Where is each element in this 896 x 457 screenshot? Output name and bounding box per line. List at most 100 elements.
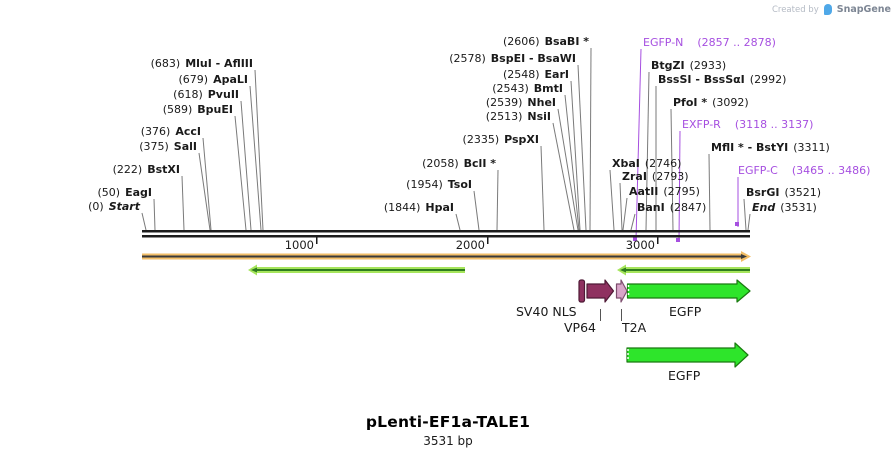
- orf-arrow-plus-strand-1-head-core: [741, 254, 747, 259]
- enzyme-position: (222): [112, 163, 143, 176]
- enzyme-label-apali[interactable]: (679) ApaLI: [178, 73, 248, 86]
- feature-t2a-3-label[interactable]: T2A: [622, 320, 647, 335]
- enzyme-position: (3311): [793, 141, 830, 154]
- enzyme-name: BstXI: [147, 163, 180, 176]
- feature-vp64-2-label[interactable]: VP64: [564, 320, 596, 335]
- enzyme-callout-line-nhei: [557, 108, 579, 231]
- enzyme-position: (2513): [485, 110, 523, 123]
- enzyme-position: (1954): [406, 178, 443, 191]
- enzyme-name: AccI: [175, 125, 201, 138]
- feature-sv40-nls-1-label[interactable]: SV40 NLS: [516, 304, 577, 319]
- primer-name: EGFP-N: [643, 36, 684, 49]
- enzyme-position: (2847): [669, 201, 707, 214]
- enzyme-label-bstxi[interactable]: (222) BstXI: [113, 163, 180, 176]
- enzyme-callout-line-aatii: [622, 197, 628, 231]
- enzyme-callout-line-btgzi: [645, 71, 650, 231]
- enzyme-label-bsabi[interactable]: (2606)BsaBI *: [503, 35, 589, 48]
- primer-label-egfp-c[interactable]: EGFP-C(3465 .. 3486): [738, 164, 870, 177]
- primer-mark-exfp-r[interactable]: [676, 238, 680, 242]
- ruler-tick-label-3000: 3000: [625, 238, 655, 252]
- enzyme-callout-line-end: [747, 213, 751, 231]
- enzyme-label-zrai[interactable]: ZraI(2793): [622, 170, 689, 183]
- primer-name: EGFP-C: [738, 164, 778, 177]
- enzyme-label-bspei-bsawi[interactable]: (2578)BspEI - BsaWI: [449, 52, 576, 65]
- primer-range: (2857 .. 2878): [697, 36, 776, 49]
- enzyme-label-bmti[interactable]: (2543)BmtI: [492, 82, 563, 95]
- watermark: Created by SnapGene: [772, 4, 891, 15]
- enzyme-position: (589): [162, 103, 193, 116]
- enzyme-position: (50): [97, 186, 121, 199]
- enzyme-callout-line-eari: [570, 80, 581, 231]
- feature-egfp-4[interactable]: [626, 279, 751, 303]
- enzyme-label-acci[interactable]: (376)AccI: [141, 125, 201, 138]
- enzyme-callout-line-bsrgi: [743, 198, 747, 231]
- enzyme-label-bcli[interactable]: (2058)BclI *: [422, 157, 496, 170]
- enzyme-label-pfoi[interactable]: PfoI *(3092): [673, 96, 749, 109]
- enzyme-label-btgzi[interactable]: BtgZI(2933): [651, 59, 726, 72]
- enzyme-position: (618): [173, 88, 203, 101]
- enzyme-callout-line-pvuii: [240, 100, 252, 231]
- enzyme-name: AatII: [629, 185, 659, 198]
- feature-egfp-5-label[interactable]: EGFP: [668, 368, 701, 383]
- enzyme-name: MflI * - BstYI: [711, 141, 789, 154]
- enzyme-name: End: [752, 201, 776, 214]
- enzyme-label-sali[interactable]: (375)SalI: [139, 140, 197, 153]
- enzyme-name: PspXI: [504, 133, 539, 146]
- enzyme-label-eari[interactable]: (2548)EarI: [503, 68, 569, 81]
- enzyme-callout-line-bspei-bsawi: [577, 64, 587, 231]
- enzyme-name: SalI: [173, 140, 197, 153]
- feature-sv40-nls-1[interactable]: [578, 279, 586, 303]
- enzyme-label-aatii[interactable]: AatII(2795): [629, 185, 700, 198]
- enzyme-name: ZraI: [622, 170, 647, 183]
- enzyme-callout-line-acci: [202, 137, 212, 231]
- primer-label-egfp-n[interactable]: EGFP-N (2857 .. 2878): [643, 36, 776, 49]
- enzyme-label-bsssi-bsss-i[interactable]: BssSI - BssSαI (2992): [658, 73, 786, 86]
- enzyme-name: NheI: [527, 96, 556, 109]
- enzyme-label-mfli-bstyi[interactable]: MflI * - BstYI (3311): [711, 141, 830, 154]
- primer-mark-egfp-n[interactable]: [633, 237, 637, 241]
- enzyme-position: (2058): [422, 157, 459, 170]
- enzyme-label-tsoi[interactable]: (1954)TsoI: [406, 178, 472, 191]
- enzyme-label-bpuei[interactable]: (589) BpuEI: [163, 103, 233, 116]
- orf-arrow-minus-strand-2-head-core: [251, 267, 257, 273]
- enzyme-name: ApaLI: [213, 73, 248, 86]
- enzyme-label-end[interactable]: End(3531): [752, 201, 817, 214]
- primer-range: (3118 .. 3137): [734, 118, 814, 131]
- enzyme-label-eagi[interactable]: (50)EagI: [98, 186, 153, 199]
- feature-t2a-3[interactable]: [615, 279, 628, 303]
- ruler-tick-label-1000: 1000: [284, 238, 314, 252]
- enzyme-position: (2933): [689, 59, 727, 72]
- primer-label-exfp-r[interactable]: EXFP-R (3118 .. 3137): [682, 118, 813, 131]
- enzyme-label-pvuii[interactable]: (618)PvuII: [173, 88, 239, 101]
- primer-mark-egfp-c[interactable]: [735, 222, 739, 226]
- enzyme-position: (0): [88, 200, 104, 213]
- enzyme-name: XbaI: [612, 157, 640, 170]
- enzyme-callout-line-bsabi: [589, 47, 592, 231]
- enzyme-position: (2992): [749, 73, 787, 86]
- enzyme-position: (683): [150, 57, 181, 70]
- enzyme-label-nhei[interactable]: (2539)NheI: [486, 96, 556, 109]
- enzyme-label-bsrgi[interactable]: BsrGI(3521): [746, 186, 821, 199]
- enzyme-callout-line-hpai: [455, 213, 461, 231]
- enzyme-name: BpuEI: [197, 103, 233, 116]
- enzyme-name: PfoI *: [673, 96, 708, 109]
- snapgene-logo-icon: [823, 4, 832, 15]
- enzyme-label-xbai[interactable]: XbaI(2746): [612, 157, 681, 170]
- enzyme-label-nsii[interactable]: (2513)NsiI: [486, 110, 551, 123]
- enzyme-name: BssSI - BssSαI: [658, 73, 745, 86]
- enzyme-label-mlui-afliii[interactable]: (683)MluI - AflIII: [151, 57, 253, 70]
- enzyme-name: BspEI - BsaWI: [490, 52, 576, 65]
- enzyme-label-hpai[interactable]: (1844)HpaI: [384, 201, 454, 214]
- enzyme-position: (679): [178, 73, 209, 86]
- enzyme-name: Start: [108, 200, 140, 213]
- enzyme-label-bani[interactable]: BanI(2847): [637, 201, 706, 214]
- feature-egfp-5[interactable]: [626, 342, 749, 368]
- primer-name: EXFP-R: [682, 118, 721, 131]
- enzyme-label-pspxi[interactable]: (2335)PspXI: [463, 133, 539, 146]
- backbone-line-2: [142, 235, 750, 238]
- feature-vp64-2[interactable]: [586, 279, 615, 303]
- enzyme-label-start[interactable]: (0) Start: [88, 200, 140, 213]
- feature-egfp-4-label[interactable]: EGFP: [669, 304, 702, 319]
